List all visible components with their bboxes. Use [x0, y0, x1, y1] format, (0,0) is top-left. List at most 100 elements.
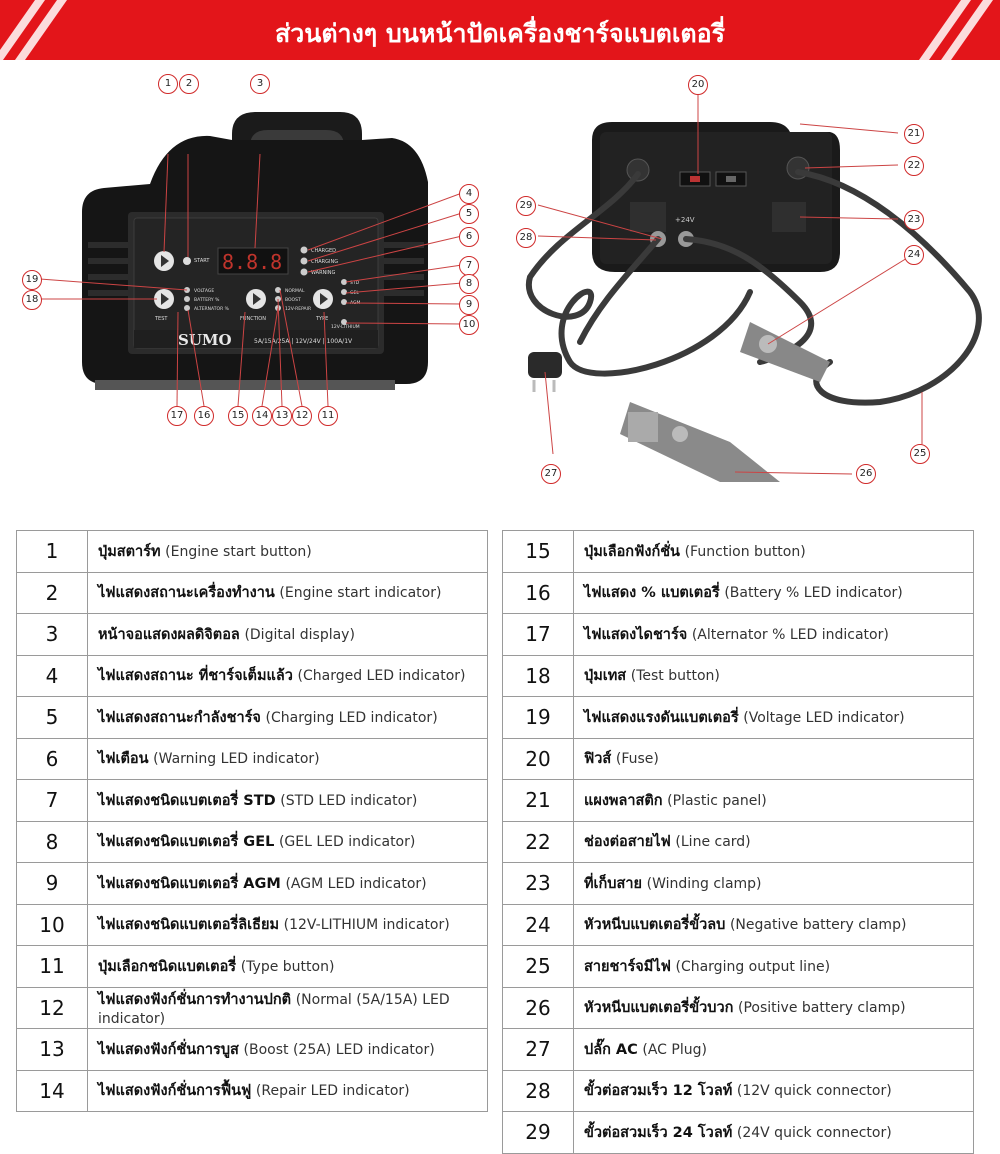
- part-name-thai: ช่องต่อสายไฟ: [584, 834, 671, 851]
- part-description: ไฟแสดงชนิดแบตเตอรี่ AGM (AGM LED indicat…: [87, 862, 488, 905]
- label-std: STD: [350, 280, 360, 286]
- callout-20: 20: [688, 75, 708, 95]
- part-description: ไฟแสดงแรงดันแบตเตอรี่ (Voltage LED indic…: [573, 696, 974, 739]
- label-battery: BATTERY %: [194, 297, 220, 303]
- part-description: ฟิวส์ (Fuse): [573, 737, 974, 780]
- callout-29: 29: [516, 196, 536, 216]
- part-description: ไฟแสดงสถานะ ที่ชาร์จเต็มแล้ว (Charged LE…: [87, 654, 488, 697]
- part-name-english: (Positive battery clamp): [738, 1000, 906, 1017]
- callout-27: 27: [541, 464, 561, 484]
- part-name-english: (Battery % LED indicator): [724, 585, 903, 602]
- part-name-english: (Alternator % LED indicator): [691, 626, 889, 643]
- part-name-thai: ไฟแสดงชนิดแบตเตอรี่ STD: [98, 792, 276, 809]
- page-title: ส่วนต่างๆ บนหน้าปัดเครื่องชาร์จแบตเตอรี่: [274, 19, 726, 48]
- part-name-thai: ปุ่มเลือกชนิดแบตเตอรี่: [98, 958, 237, 975]
- part-name-english: (Charging output line): [675, 958, 831, 975]
- label-type: TYPE: [315, 316, 328, 322]
- front-panel-image: START 8.8.8 CHARGED CHARGING WARNING TES…: [39, 112, 463, 407]
- part-name-english: (Charging LED indicator): [265, 709, 438, 726]
- part-name-english: (Warning LED indicator): [153, 751, 320, 768]
- part-number: 24: [502, 903, 574, 946]
- part-number: 19: [502, 696, 574, 739]
- part-number: 16: [502, 571, 574, 614]
- part-number: 12: [16, 986, 88, 1029]
- part-number: 18: [502, 654, 574, 697]
- callout-9: 9: [459, 295, 479, 315]
- part-number: 8: [16, 820, 88, 863]
- part-number: 7: [16, 779, 88, 822]
- part-number: 22: [502, 820, 574, 863]
- part-name-english: (Test button): [630, 668, 720, 685]
- label-normal: NORMAL: [285, 288, 305, 294]
- part-name-thai: ปุ่มสตาร์ท: [98, 543, 161, 560]
- part-description: ไฟเตือน (Warning LED indicator): [87, 737, 488, 780]
- part-description: ปุ่มสตาร์ท (Engine start button): [87, 530, 488, 573]
- part-name-thai: ฟิวส์: [584, 751, 612, 768]
- part-name-english: (12V quick connector): [736, 1083, 892, 1100]
- part-number: 4: [16, 654, 88, 697]
- part-number: 10: [16, 903, 88, 946]
- label-repair: 12V-REPAIR: [285, 306, 311, 312]
- part-description: ช่องต่อสายไฟ (Line card): [573, 820, 974, 863]
- part-description: ไฟแสดงไดชาร์จ (Alternator % LED indicato…: [573, 613, 974, 656]
- part-name-english: (Type button): [240, 958, 335, 975]
- callout-12: 12: [292, 406, 312, 426]
- part-number: 5: [16, 696, 88, 739]
- label-warning: WARNING: [311, 270, 336, 276]
- part-name-english: (Fuse): [615, 751, 659, 768]
- part-name-english: (24V quick connector): [736, 1124, 892, 1141]
- part-name-english: (Normal (5A/15A) LED indicator): [98, 992, 450, 1028]
- part-name-thai: แผงพลาสติก: [584, 792, 663, 809]
- spec-label: 5A/15A/25A | 12V/24V | 100A/1V: [254, 338, 353, 345]
- callout-23: 23: [904, 210, 924, 230]
- part-name-english: (Charged LED indicator): [297, 668, 466, 685]
- label-boost: BOOST: [285, 297, 301, 303]
- callout-28: 28: [516, 228, 536, 248]
- part-name-english: (Winding clamp): [646, 875, 762, 892]
- table-row: 16 ไฟแสดง % แบตเตอรี่ (Battery % LED indi…: [502, 571, 974, 614]
- part-description: ขั้วต่อสวมเร็ว 12 โวลท์ (12V quick conne…: [573, 1069, 974, 1112]
- part-name-english: (Line card): [675, 834, 751, 851]
- callout-15: 15: [228, 406, 248, 426]
- part-number: 11: [16, 945, 88, 988]
- callout-6: 6: [459, 227, 479, 247]
- label-voltage: VOLTAGE: [194, 288, 214, 294]
- part-description: ไฟแสดงชนิดแบตเตอรี่ GEL (GEL LED indicat…: [87, 820, 488, 863]
- callout-11: 11: [318, 406, 338, 426]
- callout-21: 21: [904, 124, 924, 144]
- callout-24: 24: [904, 245, 924, 265]
- label-function: FUNCTION: [240, 316, 266, 322]
- part-number: 9: [16, 862, 88, 905]
- callout-13: 13: [272, 406, 292, 426]
- part-number: 27: [502, 1028, 574, 1071]
- part-name-thai: หัวหนีบแบตเตอรี่ขั้วลบ: [584, 917, 726, 934]
- part-name-thai: ไฟแสดงสถานะกำลังชาร์จ: [98, 709, 261, 726]
- part-number: 14: [16, 1069, 88, 1112]
- part-number: 26: [502, 986, 574, 1029]
- part-description: ขั้วต่อสวมเร็ว 24 โวลท์ (24V quick conne…: [573, 1111, 974, 1154]
- part-description: ไฟแสดงฟังก์ชั่นการทำงานปกติ (Normal (5A/…: [87, 986, 488, 1029]
- callout-26: 26: [856, 464, 876, 484]
- part-name-english: (GEL LED indicator): [278, 834, 416, 851]
- part-name-thai: ปุ่มเลือกฟังก์ชั่น: [584, 543, 680, 560]
- part-description: หัวหนีบแบตเตอรี่ขั้วบวก (Positive batter…: [573, 986, 974, 1029]
- part-name-english: (Function button): [684, 543, 806, 560]
- part-description: ปลั๊ก AC (AC Plug): [573, 1028, 974, 1071]
- part-name-english: (AGM LED indicator): [285, 875, 427, 892]
- part-description: ปุ่มเลือกชนิดแบตเตอรี่ (Type button): [87, 945, 488, 988]
- brand-logo: SUMO: [178, 331, 232, 349]
- part-name-english: (AC Plug): [642, 1041, 707, 1058]
- part-name-thai: ไฟแสดง % แบตเตอรี่: [584, 585, 720, 602]
- callout-22: 22: [904, 156, 924, 176]
- callout-5: 5: [459, 204, 479, 224]
